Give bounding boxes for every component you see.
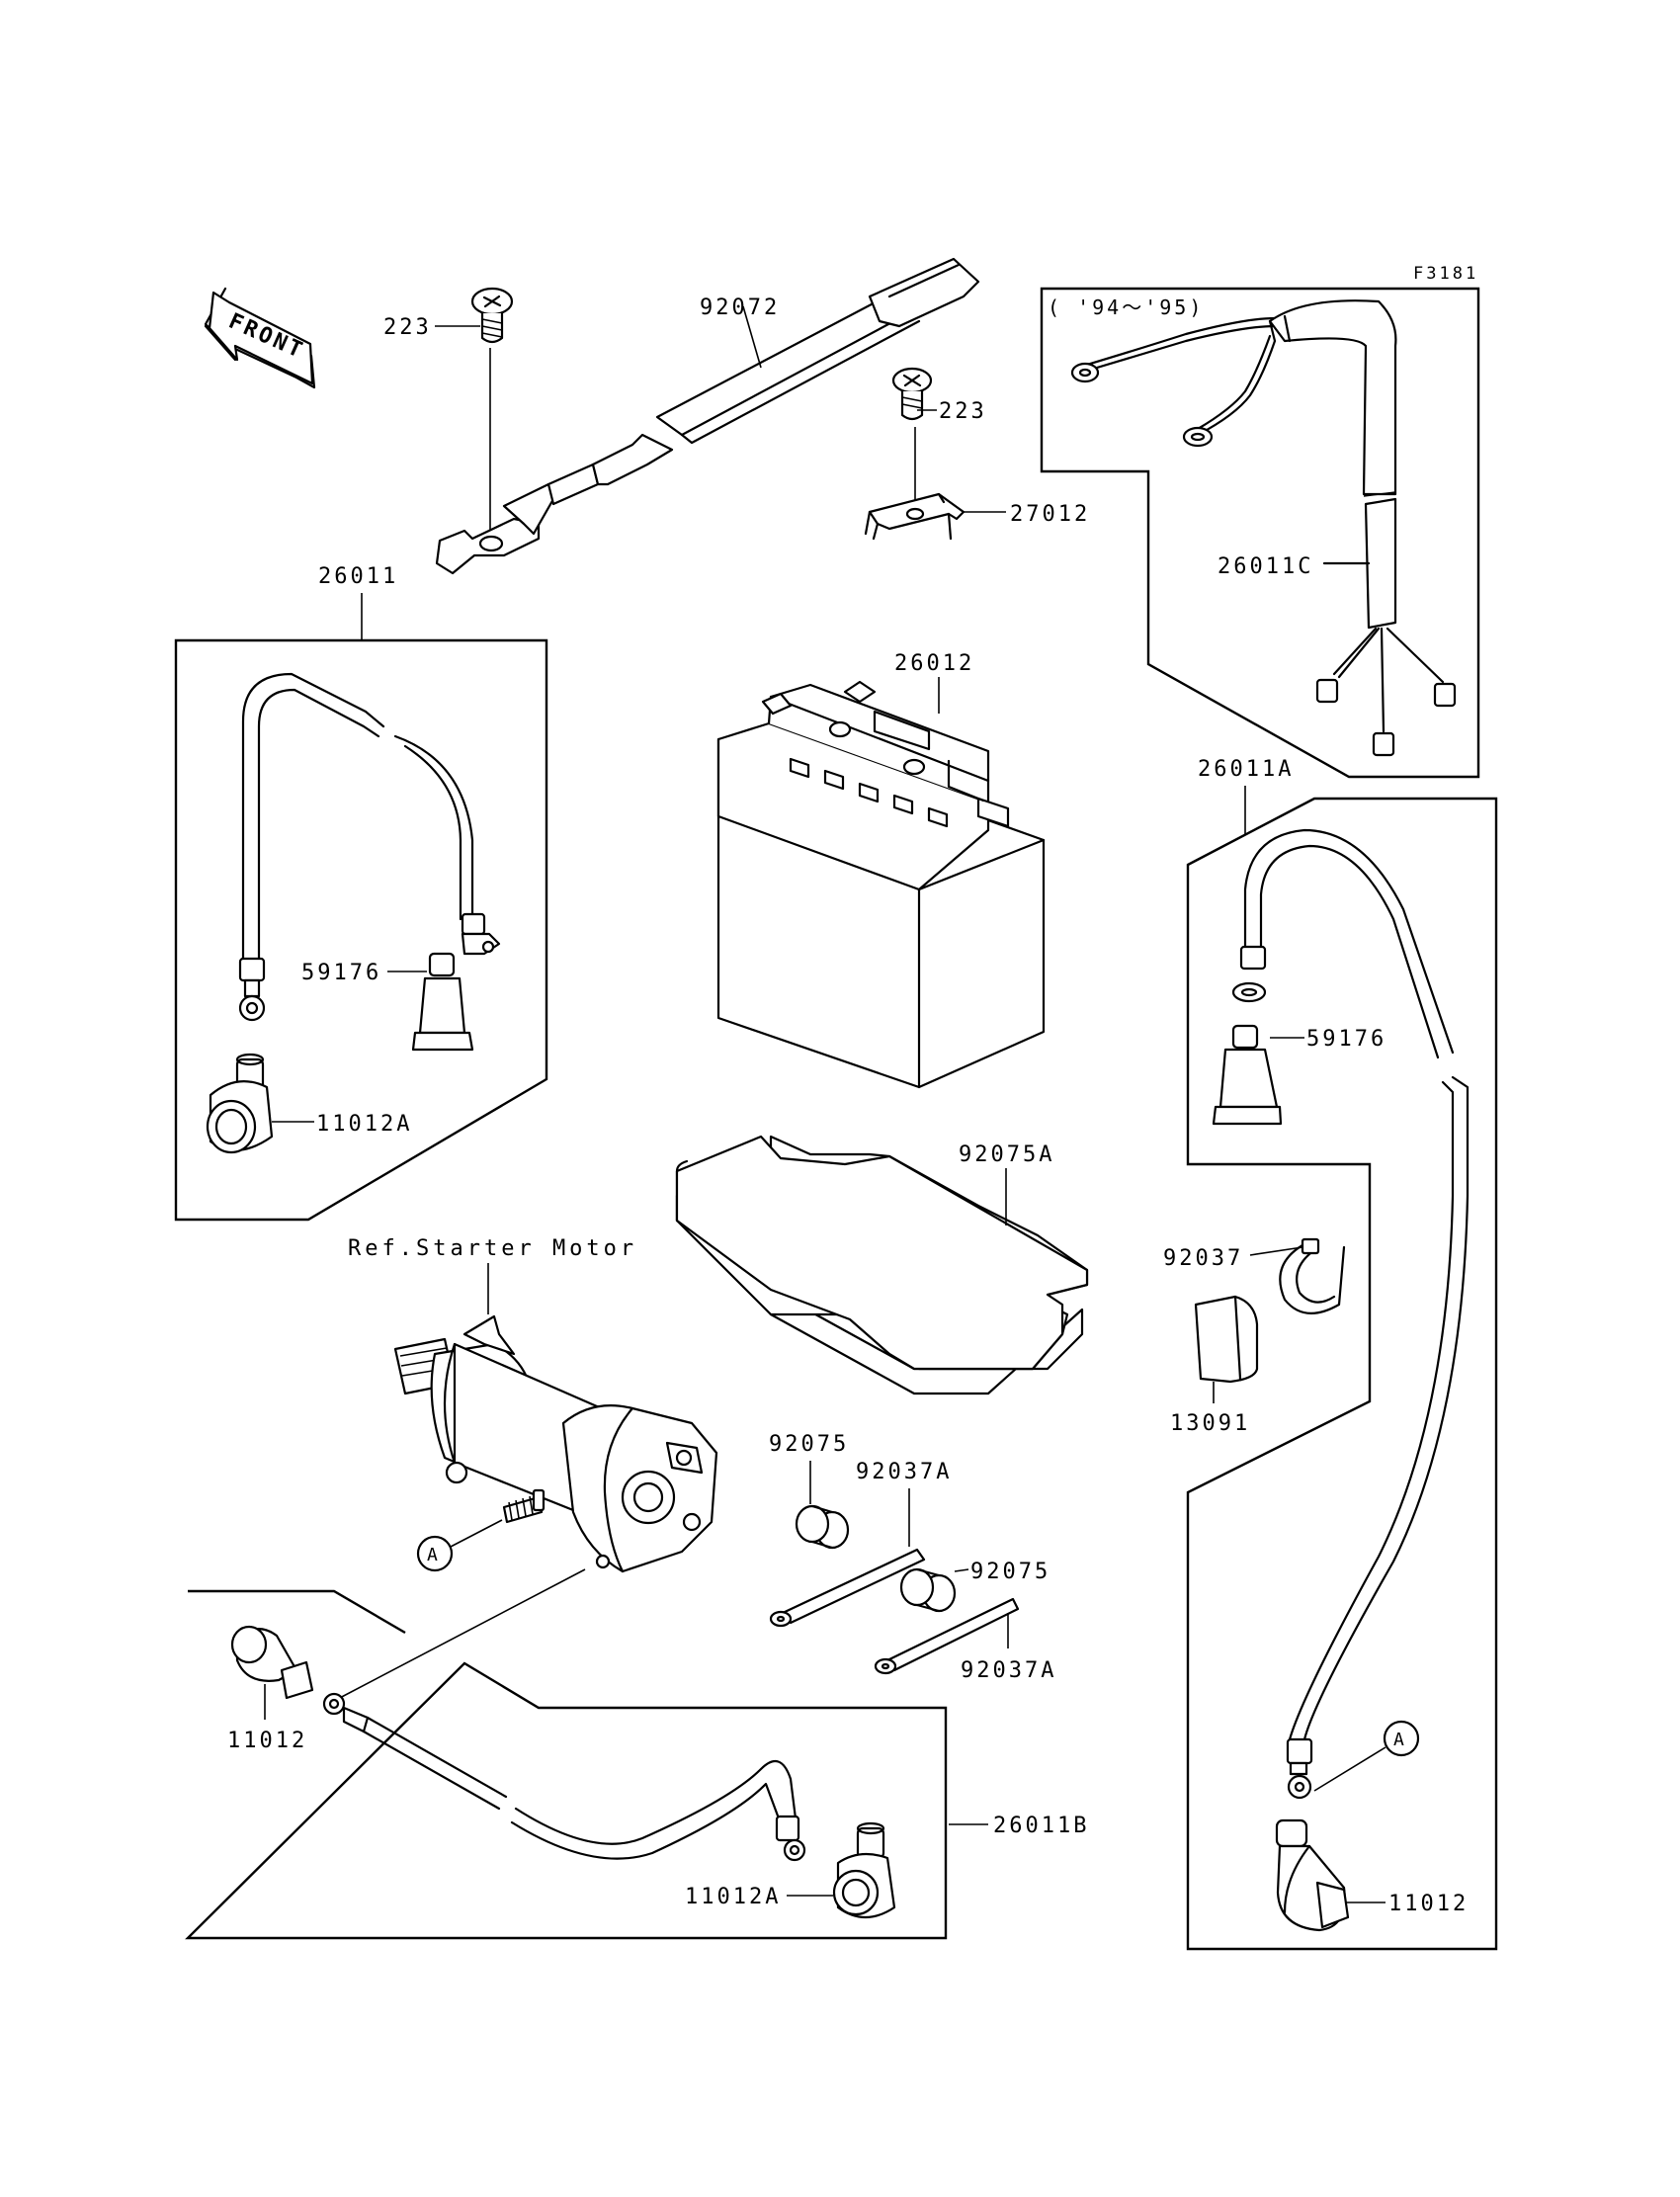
- label-11012-right: 11012: [1388, 1892, 1469, 1916]
- harness-26011c: [1070, 299, 1457, 757]
- ref-starter-motor-label: Ref.Starter Motor: [348, 1236, 637, 1261]
- screw-223-right: [891, 367, 937, 504]
- label-223-left: 223: [383, 315, 432, 340]
- front-arrow-icon: FRONT: [204, 287, 316, 389]
- cap-59176-left: [387, 952, 474, 1052]
- label-59176-right: 59176: [1306, 1027, 1386, 1052]
- label-26011: 26011: [318, 564, 398, 589]
- strap-92037a-1: [769, 1548, 926, 1628]
- strap-92072: [435, 257, 980, 575]
- boot-11012-right: [1275, 1818, 1386, 1932]
- cable-26011a-panel-frame: [1186, 797, 1498, 1951]
- circle-a-right: A: [1313, 1720, 1420, 1792]
- grommet-92075-1: [795, 1504, 850, 1550]
- figure-code: F3181: [1413, 264, 1478, 284]
- label-11012a-bottom-right: 11012A: [685, 1885, 781, 1909]
- cable-26011b: [322, 1568, 988, 1862]
- cap-59176-right: [1212, 1024, 1304, 1126]
- battery-26012: [716, 680, 1046, 1089]
- boot-11012a-bottom-right: [787, 1821, 896, 1918]
- harness-panel-frame: [1040, 287, 1480, 779]
- label-26011a: 26011A: [1198, 757, 1294, 782]
- grommet-92075-2: [899, 1567, 969, 1613]
- label-26011b: 26011B: [993, 1814, 1089, 1838]
- label-27012: 27012: [1010, 502, 1090, 527]
- label-11012a-left: 11012A: [316, 1112, 412, 1137]
- label-59176-left: 59176: [301, 961, 381, 985]
- year-note: ( '94～'95): [1048, 296, 1204, 319]
- label-13091: 13091: [1170, 1411, 1250, 1436]
- label-92072: 92072: [700, 296, 780, 320]
- label-92075-2: 92075: [970, 1560, 1050, 1584]
- boot-11012a-left: [206, 1053, 314, 1154]
- label-92037: 92037: [1163, 1246, 1243, 1271]
- boot-11012-bottom-left: [230, 1625, 314, 1720]
- label-92075-1: 92075: [769, 1432, 849, 1457]
- screw-223-left: [435, 287, 514, 530]
- label-11012-bottom-left: 11012: [227, 1729, 307, 1753]
- svg-text:A: A: [427, 1545, 438, 1565]
- strap-92037a-2: [874, 1597, 1020, 1675]
- label-26011c: 26011C: [1218, 554, 1313, 579]
- label-92037a-2: 92037A: [961, 1658, 1056, 1683]
- label-223-right: 223: [939, 399, 987, 424]
- starter-motor: [393, 1314, 718, 1573]
- cable-26011a: [1231, 828, 1470, 1800]
- pad-92075a: [675, 1135, 1089, 1395]
- bracket-27012: [864, 492, 1006, 541]
- cable-26011: [238, 672, 501, 1022]
- band-92037: [1249, 1237, 1346, 1314]
- label-92075a: 92075A: [959, 1142, 1054, 1167]
- cover-13091: [1194, 1295, 1259, 1403]
- svg-text:A: A: [1393, 1730, 1404, 1750]
- cable-26011b-panel-frame: [185, 1589, 948, 1940]
- label-92037a-1: 92037A: [856, 1460, 952, 1484]
- circle-a-left: A: [416, 1519, 503, 1572]
- label-26012: 26012: [894, 651, 974, 676]
- cable-26011-panel-frame: [174, 638, 548, 1222]
